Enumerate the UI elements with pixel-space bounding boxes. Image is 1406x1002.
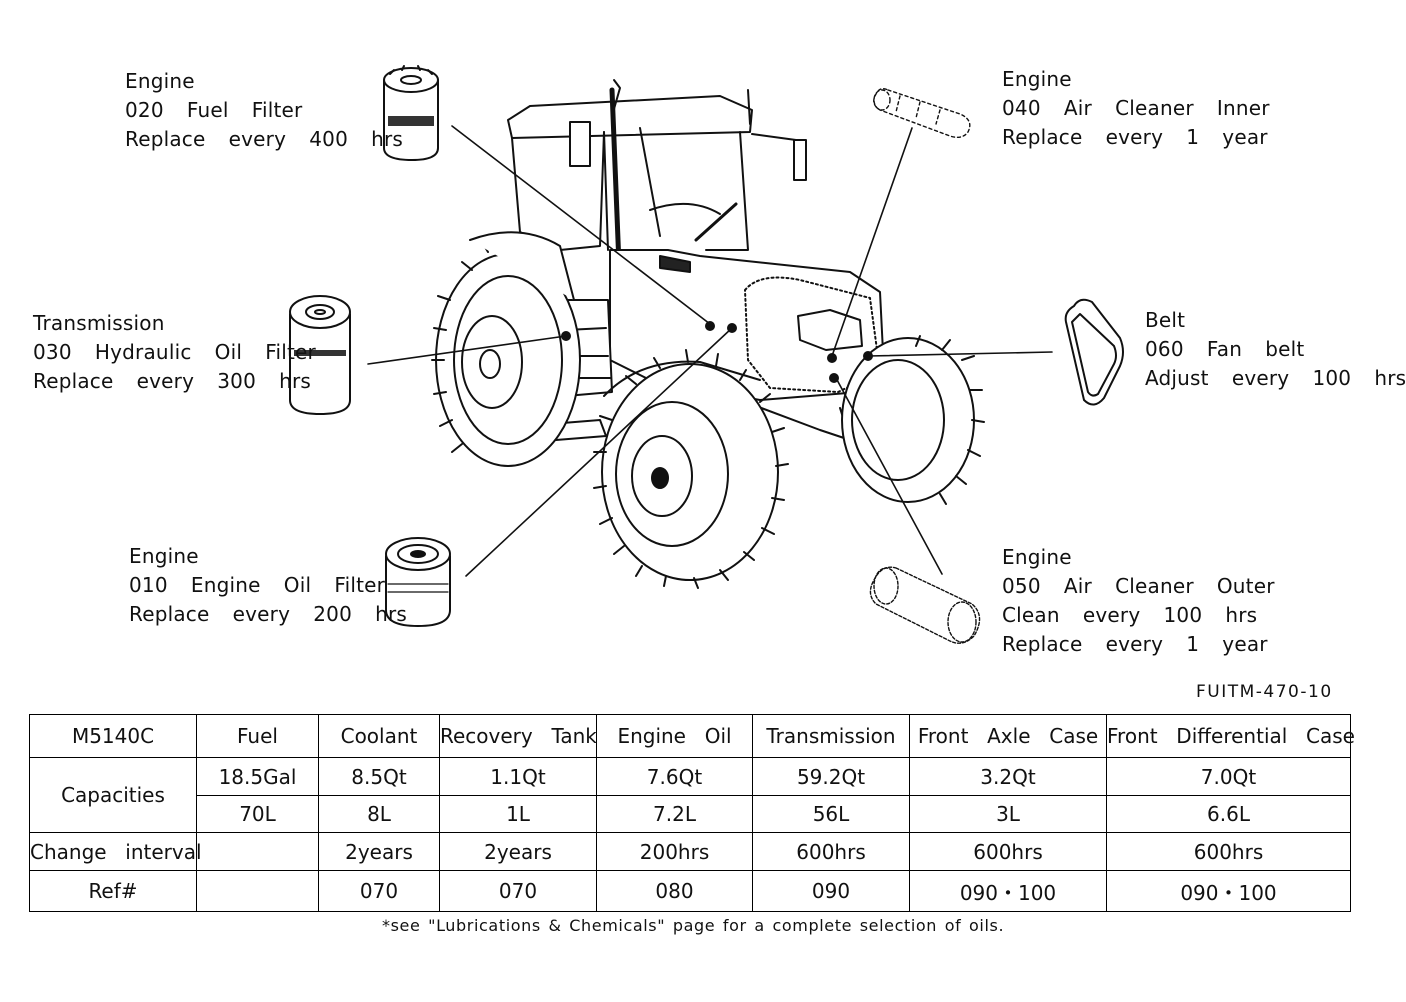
table-cell: 080 bbox=[596, 870, 753, 912]
callout-category: Belt bbox=[1145, 308, 1186, 332]
table-cell: 7.6Qt bbox=[596, 757, 753, 796]
column-header: Front Differential Case bbox=[1106, 714, 1355, 758]
fan-belt-image bbox=[1064, 298, 1124, 406]
table-row: Change interval 2years 2years 200hrs 600… bbox=[29, 832, 1351, 871]
callout-category: Engine bbox=[129, 544, 199, 568]
callout-action: Adjust every 100 hrs bbox=[1145, 366, 1406, 390]
callout-fuel-filter: Engine 020 Fuel Filter Replace every 400… bbox=[125, 67, 403, 154]
leader-dots bbox=[561, 321, 873, 383]
table-cell: 7.2L bbox=[596, 795, 753, 833]
callout-action: Replace every 400 hrs bbox=[125, 127, 404, 151]
callout-part: 050 Air Cleaner Outer bbox=[1002, 574, 1275, 598]
column-header: Engine Oil bbox=[596, 714, 753, 758]
table-cell: 59.2Qt bbox=[752, 757, 910, 796]
fuel-filter-image bbox=[383, 65, 439, 161]
callout-oil-filter: Engine 010 Engine Oil Filter Replace eve… bbox=[129, 542, 407, 629]
leader-lines bbox=[367, 125, 1053, 577]
table-cell: 1.1Qt bbox=[439, 757, 597, 796]
callout-part: 060 Fan belt bbox=[1145, 337, 1305, 361]
table-cell: 090・100 bbox=[909, 870, 1107, 912]
oil-filter-image bbox=[385, 537, 451, 627]
table-row: Ref# 070 070 080 090 090・100 090・100 bbox=[29, 870, 1351, 912]
callout-air-cleaner-outer: Engine 050 Air Cleaner Outer Clean every… bbox=[1002, 543, 1275, 659]
callout-part: 010 Engine Oil Filter bbox=[129, 573, 386, 597]
row-label: Ref# bbox=[29, 870, 197, 912]
callout-action: Clean every 100 hrs bbox=[1002, 603, 1258, 627]
table-cell: 2years bbox=[439, 832, 597, 871]
callout-category: Transmission bbox=[33, 311, 165, 335]
callout-part: 040 Air Cleaner Inner bbox=[1002, 96, 1270, 120]
front-left-wheel bbox=[593, 349, 789, 589]
capacities-table: M5140C Fuel Coolant Recovery Tank Engine… bbox=[29, 714, 1355, 912]
table-cell: 3L bbox=[909, 795, 1107, 833]
rear-wheel bbox=[431, 231, 581, 467]
callout-action: Replace every 200 hrs bbox=[129, 602, 408, 626]
column-header: Front Axle Case bbox=[909, 714, 1107, 758]
callout-air-cleaner-inner: Engine 040 Air Cleaner Inner Replace eve… bbox=[1002, 65, 1270, 152]
table-row: 70L 8L 1L 7.2L 56L 3L 6.6L bbox=[30, 795, 1351, 833]
table-cell: 6.6L bbox=[1106, 795, 1351, 833]
table-cell: 7.0Qt bbox=[1106, 757, 1351, 796]
table-cell: 8L bbox=[318, 795, 440, 833]
footnote: *see "Lubrications & Chemicals" page for… bbox=[382, 916, 1005, 935]
table-cell: 18.5Gal bbox=[196, 757, 319, 796]
column-header: Fuel bbox=[196, 714, 319, 758]
table-cell: 200hrs bbox=[596, 832, 753, 871]
hydraulic-filter-image bbox=[289, 295, 351, 415]
tractor-illustration bbox=[289, 65, 1124, 644]
column-header: Transmission bbox=[752, 714, 910, 758]
table-cell: 56L bbox=[752, 795, 910, 833]
table-cell: 3.2Qt bbox=[909, 757, 1107, 796]
callout-action: Replace every 1 year bbox=[1002, 125, 1268, 149]
model-cell: M5140C bbox=[29, 714, 197, 758]
table-cell bbox=[196, 832, 319, 871]
table-cell: 600hrs bbox=[1106, 832, 1351, 871]
document-code: FUITM-470-10 bbox=[1196, 682, 1333, 702]
air-cleaner-outer-image bbox=[869, 566, 981, 644]
table-cell: 2years bbox=[318, 832, 440, 871]
column-header: Coolant bbox=[318, 714, 440, 758]
callout-category: Engine bbox=[125, 69, 195, 93]
table-header-row: M5140C Fuel Coolant Recovery Tank Engine… bbox=[29, 714, 1355, 758]
column-header: Recovery Tank bbox=[439, 714, 597, 758]
row-label: Capacities bbox=[29, 757, 197, 833]
callout-action-secondary: Replace every 1 year bbox=[1002, 632, 1268, 656]
table-cell: 070 bbox=[439, 870, 597, 912]
table-cell: 600hrs bbox=[909, 832, 1107, 871]
row-label: Change interval bbox=[29, 832, 202, 871]
table-cell: 070 bbox=[318, 870, 440, 912]
callout-hydraulic-filter: Transmission 030 Hydraulic Oil Filter Re… bbox=[33, 309, 316, 396]
table-cell: 8.5Qt bbox=[318, 757, 440, 796]
table-cell: 090 bbox=[752, 870, 910, 912]
callout-fan-belt: Belt 060 Fan belt Adjust every 100 hrs bbox=[1145, 306, 1406, 393]
table-cell: 090・100 bbox=[1106, 870, 1351, 912]
air-cleaner-inner-image bbox=[873, 87, 971, 139]
table-cell: 600hrs bbox=[752, 832, 910, 871]
table-row: Capacities 18.5Gal 8.5Qt 1.1Qt 7.6Qt 59.… bbox=[29, 757, 1351, 833]
callout-part: 020 Fuel Filter bbox=[125, 98, 303, 122]
front-right-wheel bbox=[841, 335, 985, 505]
table-cell: 1L bbox=[439, 795, 597, 833]
callout-category: Engine bbox=[1002, 67, 1072, 91]
callout-action: Replace every 300 hrs bbox=[33, 369, 312, 393]
table-cell: 70L bbox=[196, 795, 319, 833]
callout-part: 030 Hydraulic Oil Filter bbox=[33, 340, 316, 364]
callout-category: Engine bbox=[1002, 545, 1072, 569]
table-cell bbox=[196, 870, 319, 912]
